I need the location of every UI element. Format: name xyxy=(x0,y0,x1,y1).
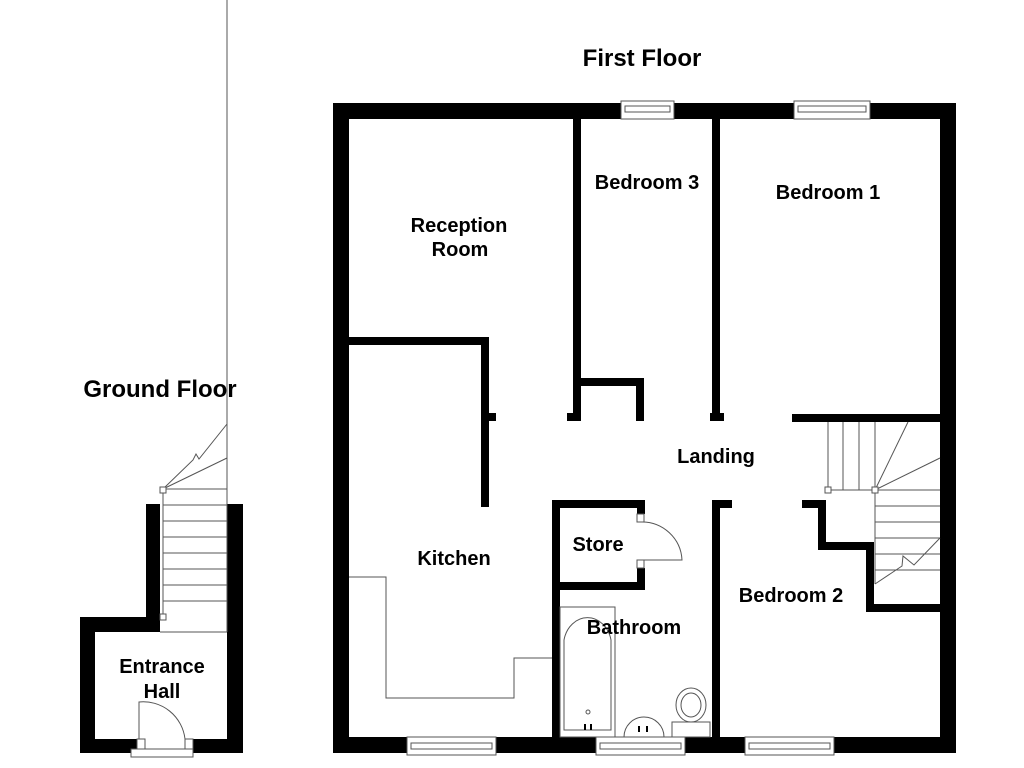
wall-store-bottom xyxy=(552,582,645,590)
wall-stair-step-h xyxy=(818,542,874,550)
wall-bottom-2 xyxy=(496,737,596,753)
room-label-store: Store xyxy=(572,534,623,556)
toilet xyxy=(671,687,711,738)
wall-top-right xyxy=(870,103,956,119)
room-label-bathroom: Bathroom xyxy=(587,617,681,639)
window-bedroom3 xyxy=(620,100,675,120)
wall-reception-kitchen xyxy=(349,337,489,345)
staircase-first-floor xyxy=(824,421,941,585)
window-kitchen xyxy=(406,736,497,756)
wall-bottom-1 xyxy=(333,737,407,753)
window-bedroom1 xyxy=(793,100,871,120)
room-label-landing: Landing xyxy=(677,446,755,468)
room-label-kitchen: Kitchen xyxy=(417,548,490,570)
wall-store-door-top xyxy=(637,500,645,514)
first-floor-plan: First Floor Reception Room Bedroom 3 Bed… xyxy=(333,45,956,756)
wall-stub-bed1 xyxy=(710,413,724,421)
room-label-reception: Reception xyxy=(411,215,508,237)
wall-stair-step-v xyxy=(818,500,826,550)
wall-stair-lower-v xyxy=(866,542,874,612)
room-label-entrance-hall-2: Hall xyxy=(144,681,181,703)
wall-bottom-3 xyxy=(685,737,745,753)
wall-left xyxy=(333,103,349,753)
bathtub xyxy=(559,606,616,738)
staircase-ground-floor xyxy=(159,0,228,633)
wall-bottom-4 xyxy=(834,737,956,753)
room-label-reception-2: Room xyxy=(432,239,489,261)
wall-stair-stub xyxy=(802,500,826,508)
wall-right xyxy=(940,103,956,753)
wall-stub-kitchen xyxy=(481,413,496,421)
store-door xyxy=(636,513,683,569)
wall-top-middle xyxy=(674,103,794,119)
wall-bedroom2-left xyxy=(712,500,720,737)
kitchen-worktop xyxy=(349,576,552,699)
wall-store-bath-left xyxy=(552,500,560,737)
entrance-door[interactable] xyxy=(130,701,194,758)
room-label-bedroom1: Bedroom 1 xyxy=(776,182,880,204)
wall-store-top xyxy=(552,500,645,508)
wall-gf-bottom-left xyxy=(80,739,137,753)
room-label-bedroom2: Bedroom 2 xyxy=(739,585,843,607)
wall-stair-bottom xyxy=(866,604,940,612)
room-label-entrance-hall: Entrance xyxy=(119,656,205,678)
wall-stub-bedroom2 xyxy=(712,500,732,508)
wall-bed3-cupboard-right xyxy=(636,378,644,421)
wall-stub-bed3-left xyxy=(567,413,581,421)
window-bathroom xyxy=(595,736,686,756)
wall-gf-stair-left xyxy=(146,504,160,632)
wall-top-left xyxy=(333,103,621,119)
wall-gf-left xyxy=(80,617,95,753)
ground-floor-title: Ground Floor xyxy=(83,376,236,403)
ground-floor-plan: Ground Floor xyxy=(80,0,243,758)
wall-kitchen-right xyxy=(481,337,489,507)
first-floor-title: First Floor xyxy=(583,45,702,72)
wall-gf-bottom-right xyxy=(193,739,243,753)
wall-bedroom3-left xyxy=(573,119,581,421)
wall-gf-right xyxy=(227,504,243,753)
sink xyxy=(623,716,665,738)
wall-gf-top xyxy=(80,617,160,632)
wall-store-door-bottom xyxy=(637,568,645,590)
wall-bed3-cupboard xyxy=(581,378,644,386)
room-label-bedroom3: Bedroom 3 xyxy=(595,172,699,194)
window-bedroom2 xyxy=(744,736,835,756)
wall-bedroom3-right xyxy=(712,119,720,421)
wall-bedroom1-bottom xyxy=(792,414,940,422)
